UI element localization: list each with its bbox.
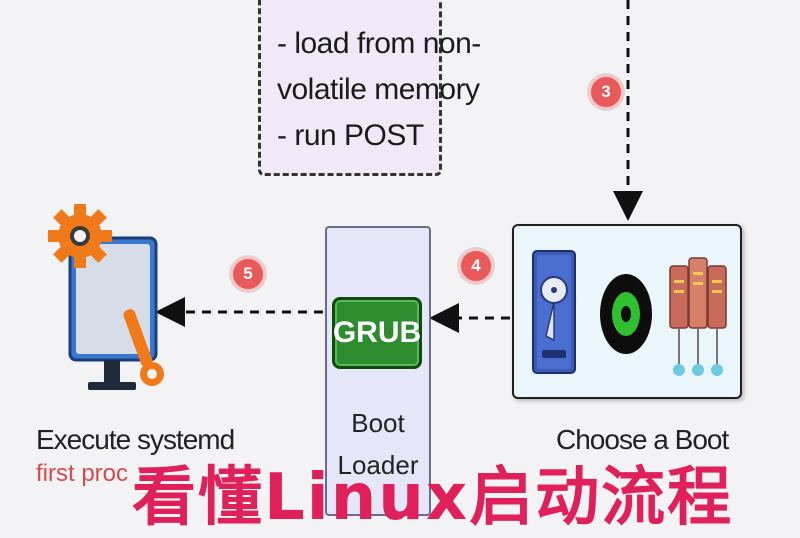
boot-device-box [512,224,742,399]
flow-arrows [155,0,643,333]
computer-settings-icon [48,204,164,390]
overlay-title: 看懂Linux启动流程 [132,461,734,535]
systemd-sub-caption: first proc [36,460,129,487]
systemd-caption: Execute systemd [36,424,235,455]
step-4-badge: 4 [458,248,494,284]
grub-label: GRUB [332,297,422,369]
bios-note-line: - run POST [277,119,424,152]
optical-disc-icon [600,274,652,354]
bios-note-line: - load from non- [277,27,481,60]
step-5-badge: 5 [230,256,266,292]
step-3-badge: 3 [588,74,624,110]
bios-note-box: - load from non- volatile memory - run P… [258,0,481,176]
boot-loader-label-line1: Boot [351,408,405,438]
boot-device-caption: Choose a Boot [556,424,729,455]
boot-loader-box [325,226,431,516]
hard-drive-icon [532,250,576,374]
boot-loader-label-line2: Loader [337,450,419,480]
bios-note-line: volatile memory [277,73,480,106]
network-server-icon [669,257,727,376]
